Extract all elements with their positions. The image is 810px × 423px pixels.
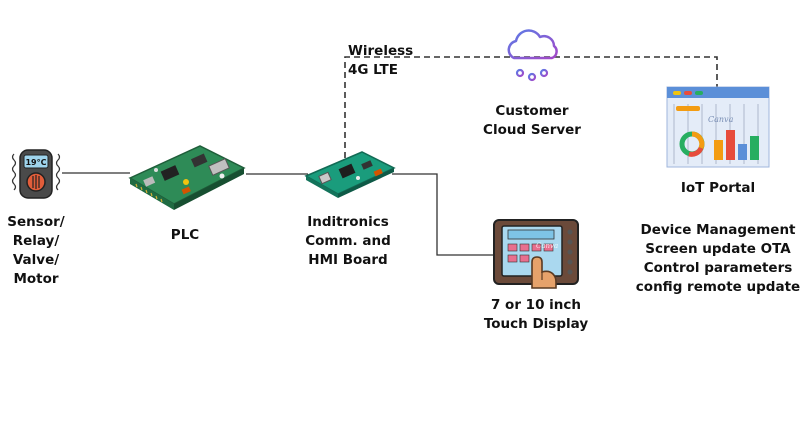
feature-item: Screen update OTA [645,241,791,257]
sensor-line-1: Sensor/ [7,214,65,230]
portal-watermark: Canva [708,115,734,124]
hmi-board-label: Inditronics Comm. and HMI Board [296,213,400,270]
wireless-dashed-line [344,56,718,158]
touch-display-label: 7 or 10 inch Touch Display [476,296,596,334]
sensor-line-3: Valve/ [12,252,60,268]
touch-display-line-2: Touch Display [483,316,589,332]
thermometer-sensor-icon: 19°C [11,149,61,199]
plc-board-icon [128,145,246,210]
cloud-line-1: Customer [495,103,569,119]
touch-display-icon: Canva [493,219,579,289]
hmi-board-line-3: HMI Board [308,252,388,268]
display-watermark: Canva [536,242,558,250]
wireless-label: Wireless 4G LTE [348,42,413,80]
sensor-line-4: Motor [13,271,59,287]
features-list: Device Management Screen update OTA Cont… [632,221,804,297]
wireless-line2: 4G LTE [348,62,398,78]
feature-item: Control parameters [643,260,793,276]
sensor-display-text: 19°C [25,158,46,167]
touch-display-line-1: 7 or 10 inch [490,297,582,313]
hmi-board-line-1: Inditronics [307,214,389,230]
sensor-label: Sensor/ Relay/ Valve/ Motor [0,213,72,289]
hmi-board-line-2: Comm. and [305,233,391,249]
cloud-server-icon [507,29,558,82]
cloud-line-2: Cloud Server [483,122,581,138]
iot-portal-label: IoT Portal [680,180,756,196]
hmi-board-icon [304,151,396,198]
hmi-display-line [392,173,495,256]
cloud-label: Customer Cloud Server [474,102,590,140]
iot-portal-icon: Canva [666,86,770,168]
wireless-line1: Wireless [348,43,414,59]
sensor-line-2: Relay/ [12,233,60,249]
feature-item: Device Management [640,222,796,238]
plc-label: PLC [170,227,200,243]
feature-item: config remote update [635,279,801,295]
